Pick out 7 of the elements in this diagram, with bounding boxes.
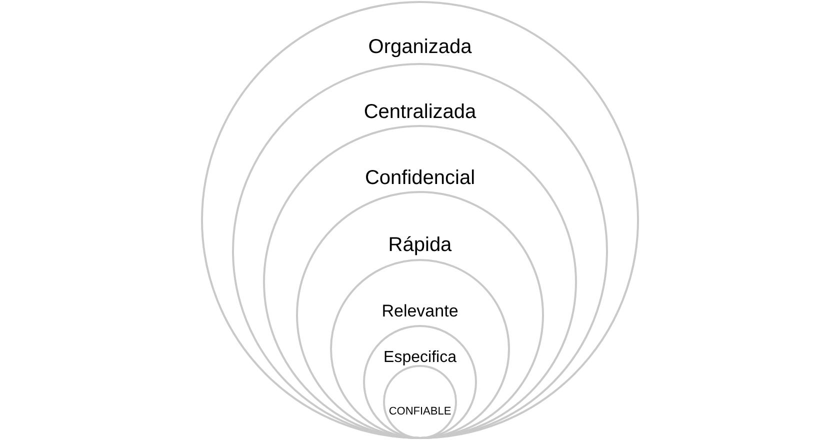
circle-label: Centralizada xyxy=(364,102,476,122)
circle-label: Confidencial xyxy=(364,168,476,188)
circle-label: Rápida xyxy=(388,235,452,255)
circle-label: Especifica xyxy=(384,350,456,366)
circle-label: Organizada xyxy=(368,37,472,57)
circle-label: CONFIABLE xyxy=(388,406,452,418)
circle-label: Relevante xyxy=(382,302,458,320)
